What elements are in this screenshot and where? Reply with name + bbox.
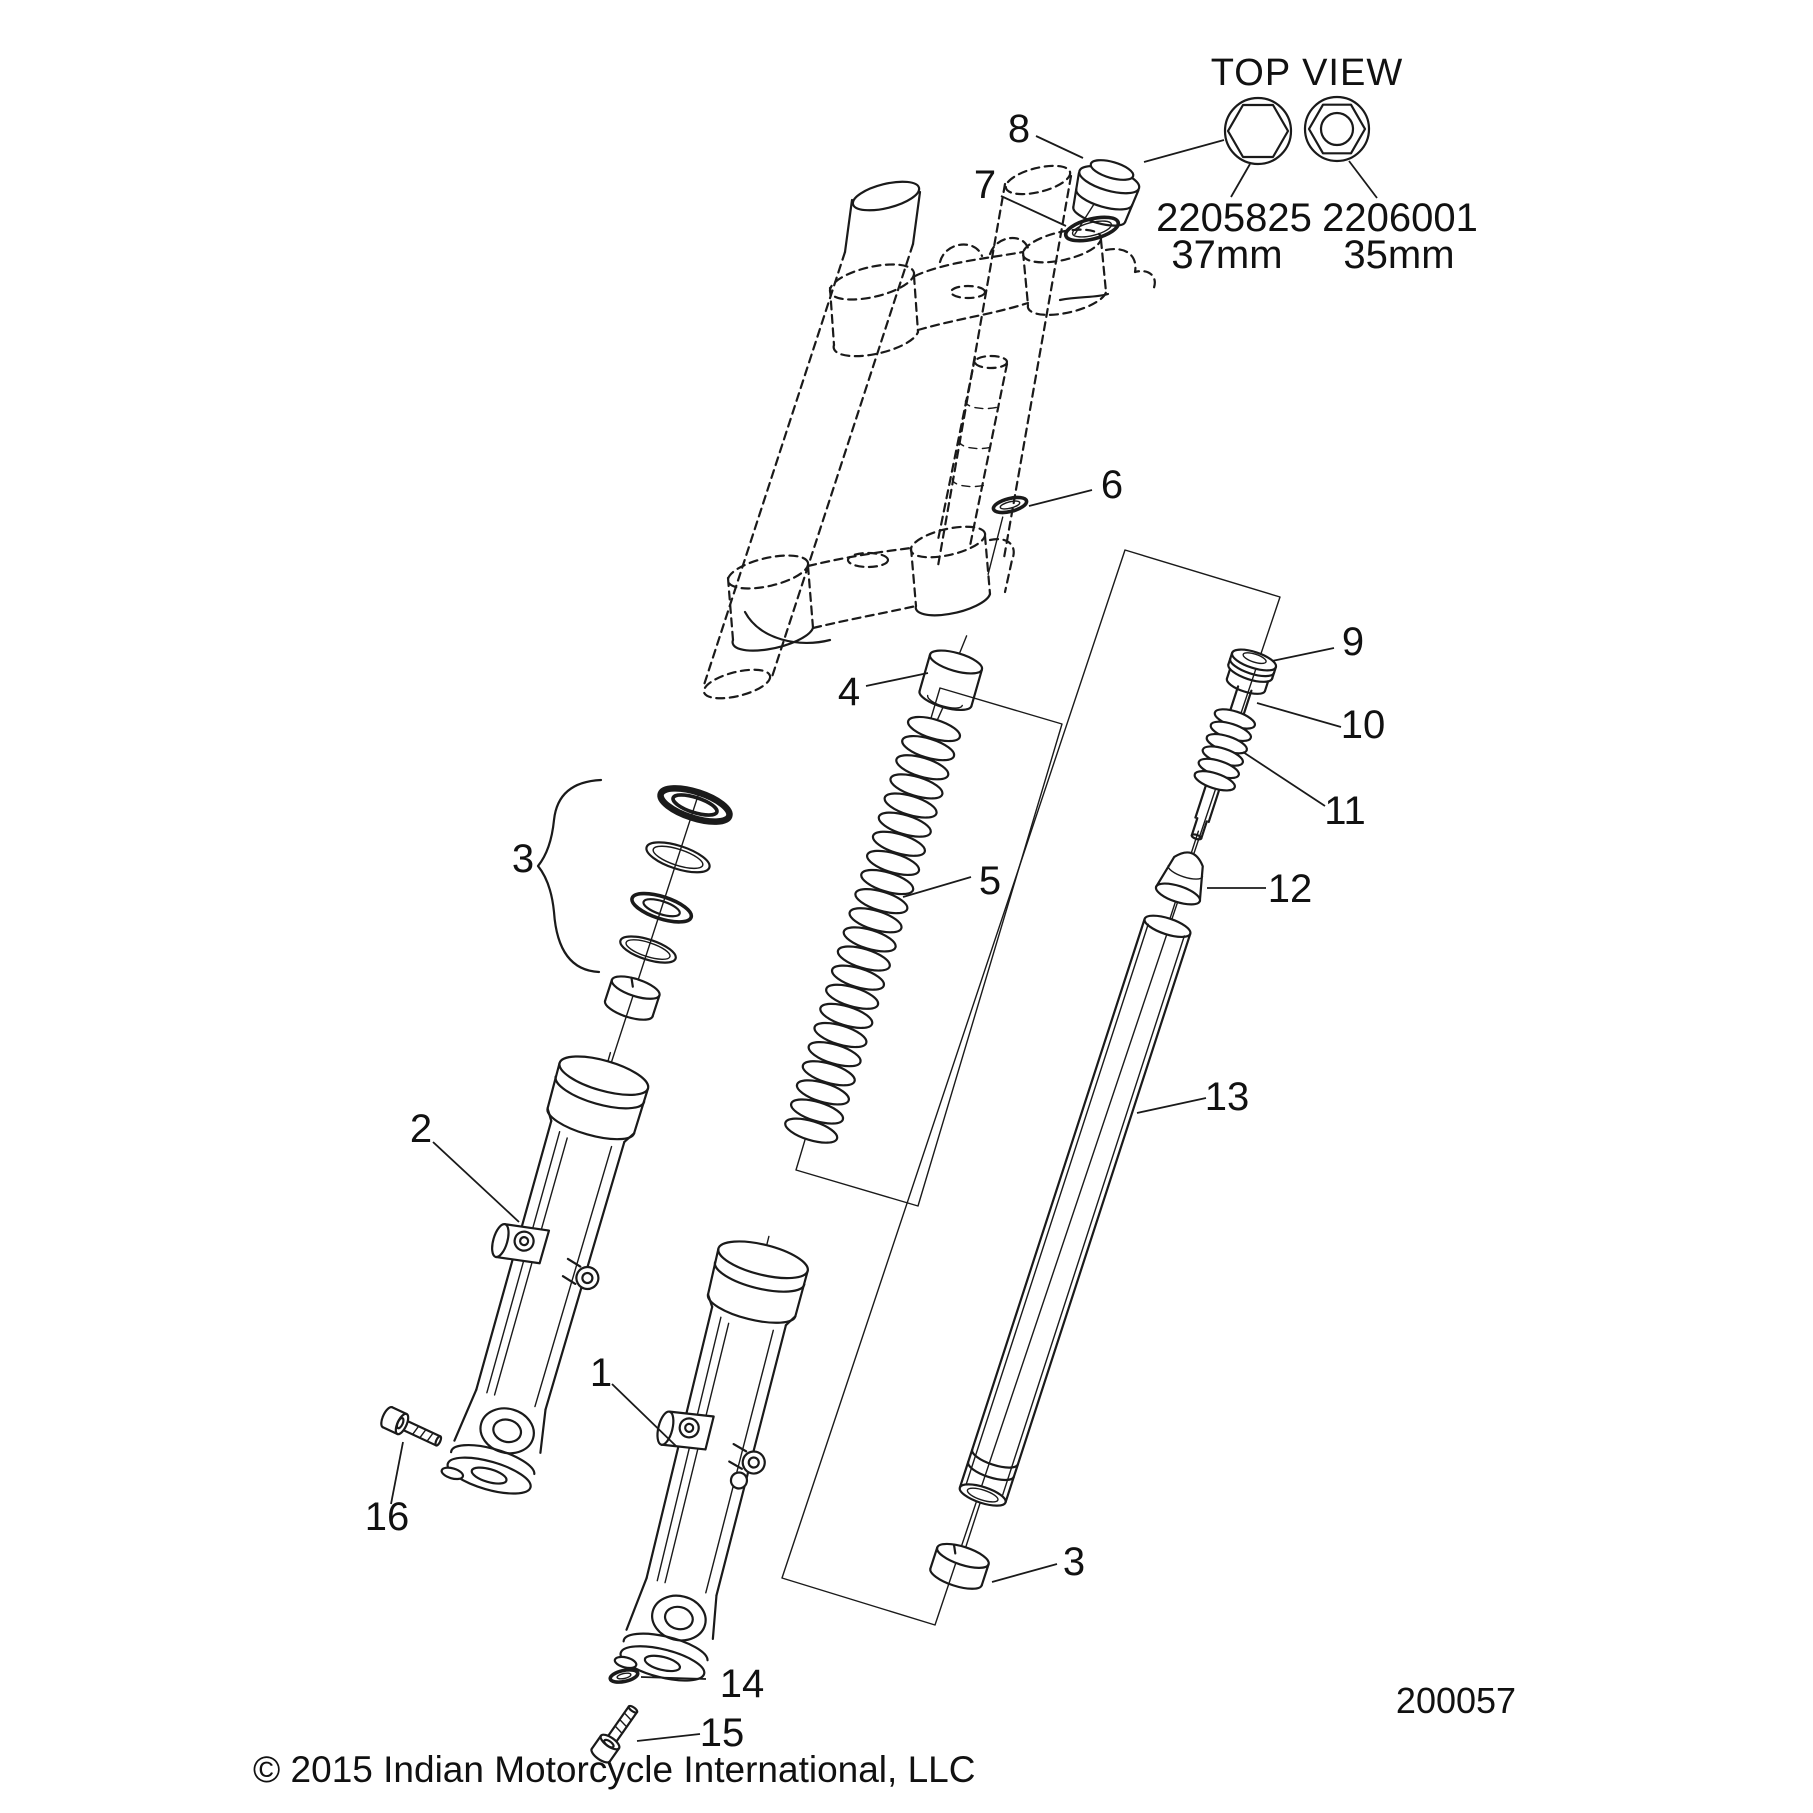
callout-10: 10 (1341, 703, 1386, 747)
callout-1: 1 (590, 1351, 612, 1395)
callout-11-leader (1242, 751, 1326, 807)
callout-13: 13 (1205, 1075, 1250, 1119)
damper-assembly (929, 648, 1278, 1590)
callout-3b-leader (991, 1563, 1058, 1583)
nut2-size: 35mm (1343, 233, 1454, 277)
nut2-label-leader (1348, 160, 1378, 199)
callout-7: 7 (974, 163, 996, 207)
left-fork-tube (701, 180, 922, 700)
spring-spacer (918, 635, 984, 728)
main-fork-spring (781, 710, 964, 1149)
upper-triple-clamp (828, 228, 1156, 358)
oil-lock-cone (1154, 851, 1204, 906)
callout-7-leader (1000, 195, 1067, 227)
lower-triple-clamp (726, 525, 1015, 652)
callout-8: 8 (1008, 107, 1030, 151)
washer-ring (619, 935, 677, 964)
damper-assembly-box (781, 549, 1281, 1626)
callout-6-leader (1028, 489, 1093, 507)
callout-5-leader (902, 876, 972, 898)
rebound-spring (1191, 704, 1259, 796)
callout-15: 15 (700, 1711, 745, 1755)
callout-2-leader (432, 1141, 520, 1223)
callout-11: 11 (1324, 789, 1366, 833)
callout-14-leader (640, 1676, 707, 1680)
callout-16: 16 (365, 1495, 410, 1539)
callout-14: 14 (720, 1662, 765, 1706)
callout-10-leader (1256, 702, 1342, 728)
callout-16-leader (390, 1441, 404, 1505)
damper-cap (1225, 648, 1278, 695)
copyright-text: © 2015 Indian Motorcycle International, … (253, 1749, 975, 1790)
axle-washer (608, 1668, 640, 1684)
callout-2: 2 (410, 1107, 432, 1151)
retaining-ring (645, 841, 711, 874)
top-view-inset: TOP VIEW 2205825 37mm 2206001 35mm (1143, 52, 1478, 277)
o-ring-small (987, 495, 1029, 576)
left-fork-slider (425, 1034, 661, 1505)
seal-kit-stack (603, 785, 733, 1074)
callout-12: 12 (1268, 867, 1313, 911)
callout-9: 9 (1342, 620, 1364, 664)
top-view-title: TOP VIEW (1211, 52, 1403, 94)
pinch-bolt (377, 1404, 446, 1453)
nut2-part-number: 2206001 (1322, 196, 1478, 240)
callout-13-leader (1136, 1097, 1207, 1114)
hex-nut-37mm-topview (1223, 96, 1293, 166)
nut1-part-number: 2205825 (1156, 196, 1312, 240)
callout-5: 5 (979, 859, 1001, 903)
slide-bushing-lower (929, 1542, 990, 1590)
right-fork-tube (936, 164, 1073, 568)
diagram-number: 200057 (1396, 1680, 1516, 1721)
callout-8-leader (1035, 135, 1084, 159)
callout-3-lower: 3 (1063, 1540, 1085, 1584)
callout-leaders (390, 135, 1342, 1742)
cap-to-nut-line (1143, 139, 1225, 163)
callout-15-leader (636, 1733, 701, 1742)
fork-cap-part (1072, 159, 1141, 235)
callout-labels: 1 2 3 4 5 6 7 8 9 10 11 12 13 14 15 16 3 (365, 107, 1386, 1755)
callout-4: 4 (838, 670, 860, 714)
callout-9-leader (1271, 647, 1335, 662)
callout-6: 6 (1101, 463, 1123, 507)
guide-bushing (603, 975, 661, 1021)
callout-1-leader (611, 1383, 677, 1447)
dust-seal (657, 785, 733, 825)
nut1-size: 37mm (1171, 233, 1282, 277)
steering-stem (936, 354, 1009, 548)
hex-nut-35mm-topview (1303, 95, 1371, 163)
inner-fork-tube (958, 914, 1192, 1507)
callout-3: 3 (512, 837, 534, 881)
oil-seal (630, 891, 694, 924)
group-3-brace (536, 778, 603, 974)
o-ring-large (1063, 215, 1121, 243)
callout-4-leader (865, 672, 929, 687)
right-fork-slider (598, 1220, 820, 1691)
nut1-label-leader (1230, 163, 1251, 198)
